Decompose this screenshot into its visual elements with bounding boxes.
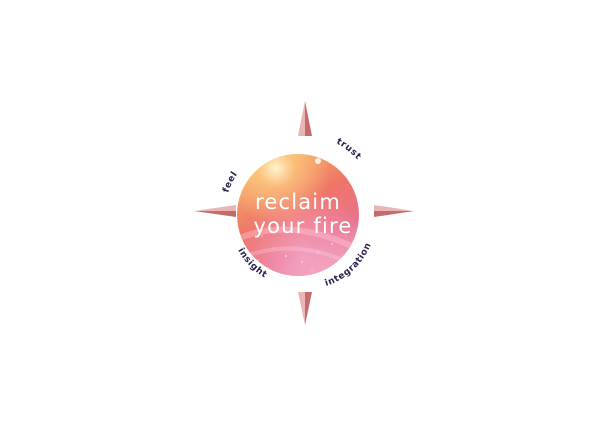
sparkles <box>257 235 347 271</box>
arrow-north <box>298 101 312 136</box>
logo-title-line1: reclaim <box>255 190 341 214</box>
feel-label: feel <box>221 170 239 194</box>
logo-title-line2: your fire <box>253 214 352 238</box>
arrow-east <box>374 205 414 217</box>
arrow-south <box>298 292 312 325</box>
arrow-west <box>194 205 236 217</box>
arc-word-feel: feel <box>221 170 240 194</box>
arc-word-trust: trust <box>335 137 363 162</box>
fire-orb: reclaim your fire <box>237 154 359 276</box>
trust-label: trust <box>335 137 363 162</box>
